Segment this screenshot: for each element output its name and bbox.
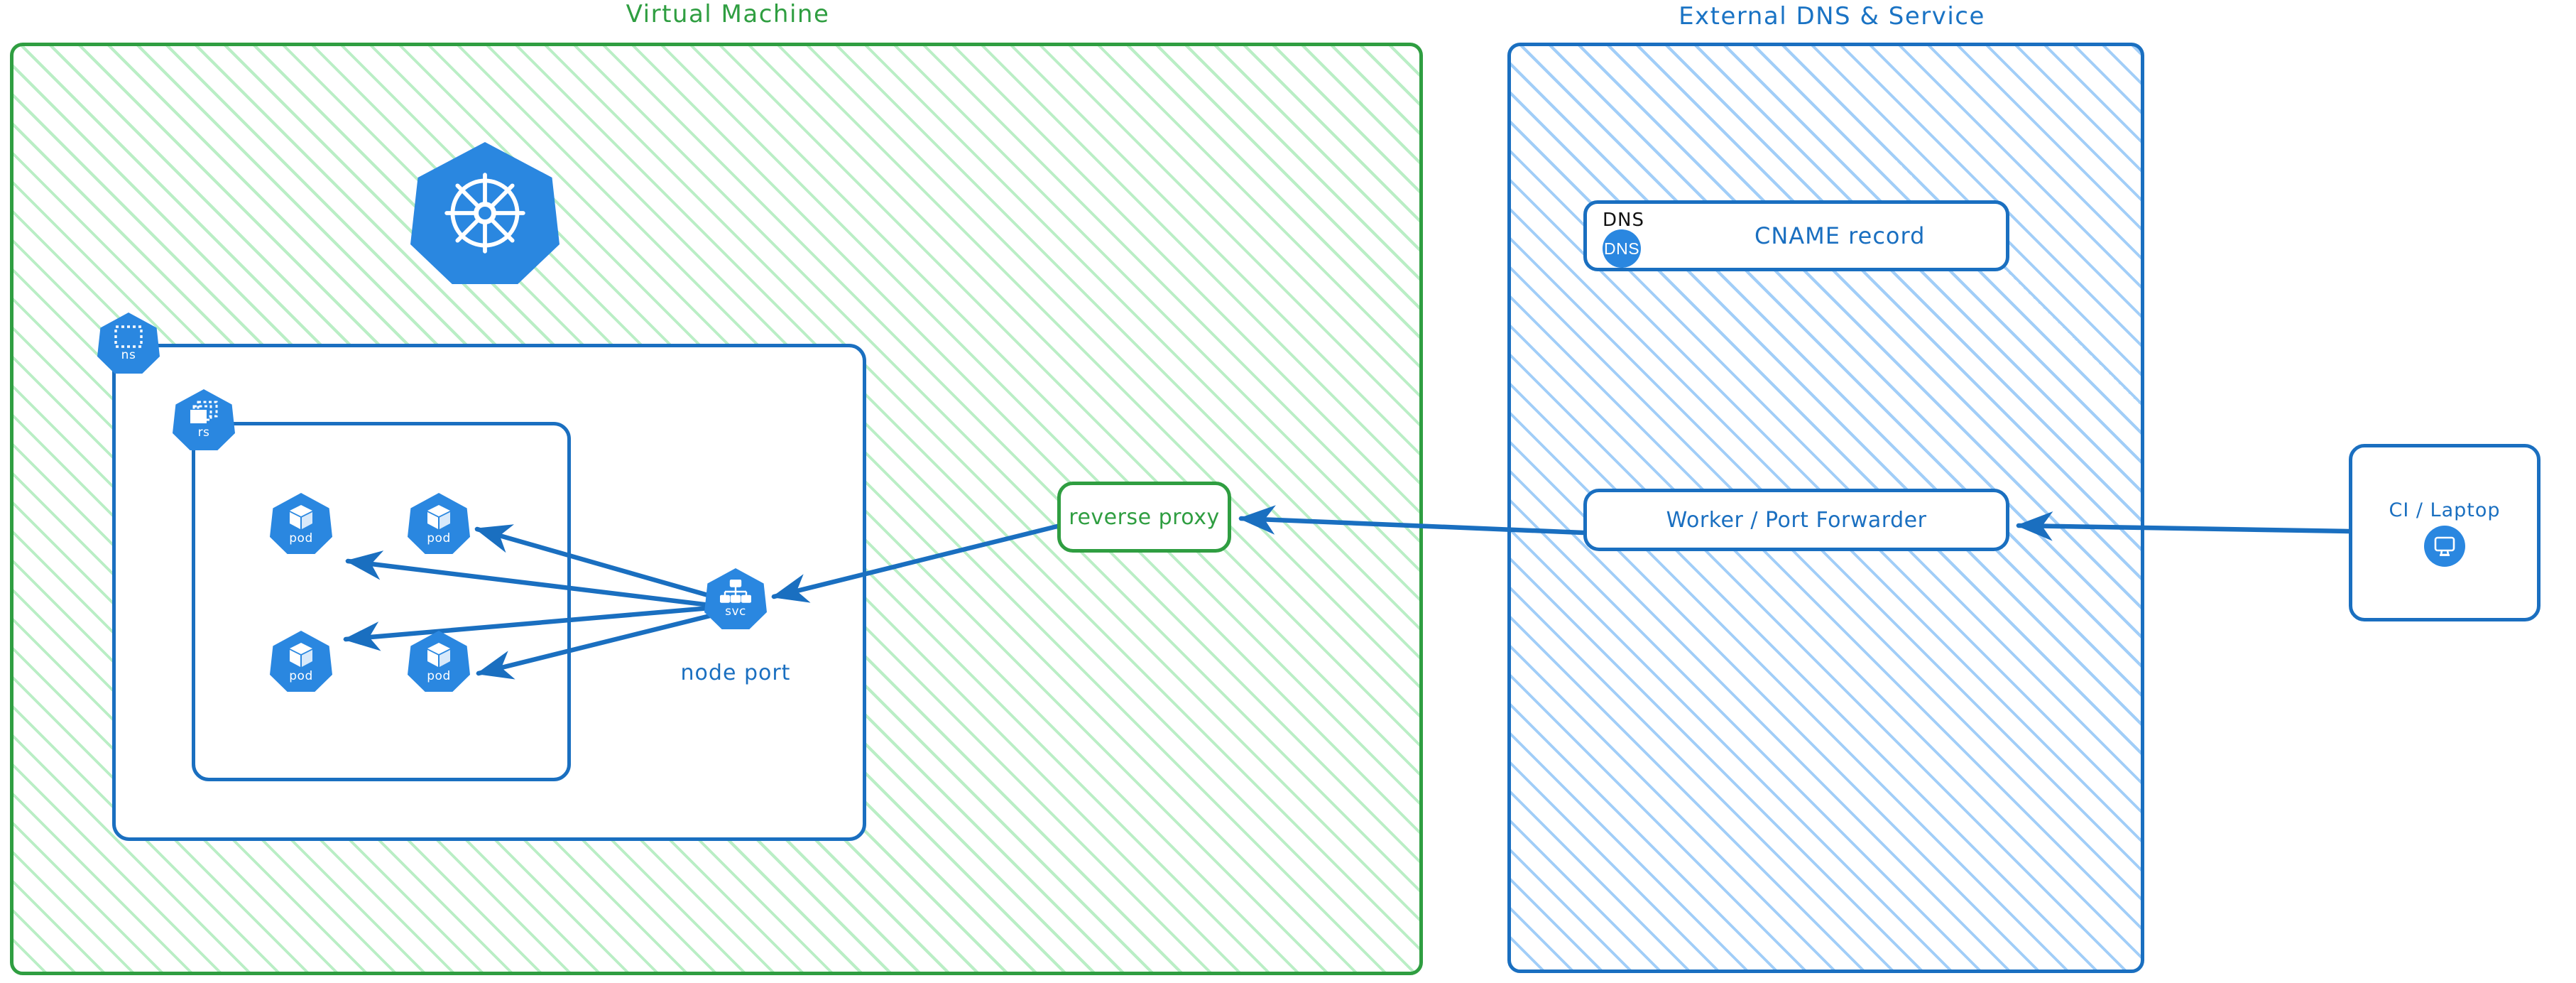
replicaset-container <box>192 422 571 781</box>
namespace-badge-label: ns <box>121 348 136 362</box>
replicaset-badge-label: rs <box>197 425 210 440</box>
namespace-icon <box>114 325 143 349</box>
worker-port-forwarder-label: Worker / Port Forwarder <box>1666 507 1927 533</box>
pod-badge-label: pod <box>427 531 451 545</box>
cname-record-label: CNAME record <box>1754 222 1926 249</box>
pod-badge-label: pod <box>289 669 313 683</box>
dns-badge-icon: DNS <box>1603 229 1641 268</box>
monitor-icon <box>2424 525 2465 567</box>
pod-badge-label: pod <box>427 669 451 683</box>
pod-cube-icon <box>424 640 454 670</box>
service-badge-label: svc <box>725 604 746 619</box>
pod-cube-icon <box>286 502 316 532</box>
reverse-proxy-box[interactable]: reverse proxy <box>1057 482 1231 553</box>
reverse-proxy-label: reverse proxy <box>1069 504 1220 530</box>
pod-badge-label: pod <box>289 531 313 545</box>
node-port-caption: node port <box>680 661 791 685</box>
ci-laptop-label: CI / Laptop <box>2389 499 2501 521</box>
external-panel-title: External DNS & Service <box>1679 2 1985 31</box>
kubernetes-helm-glyph <box>436 164 534 262</box>
dns-card[interactable]: DNS DNS CNAME record <box>1583 200 2009 271</box>
pod-cube-icon <box>424 502 454 532</box>
replicaset-icon <box>188 401 219 426</box>
ci-laptop-box[interactable]: CI / Laptop <box>2349 444 2540 621</box>
worker-port-forwarder-box[interactable]: Worker / Port Forwarder <box>1583 489 2009 551</box>
pod-cube-icon <box>286 640 316 670</box>
vm-panel-title: Virtual Machine <box>626 0 830 28</box>
dns-tag-label: DNS <box>1603 210 1644 231</box>
service-tree-icon <box>720 580 751 605</box>
